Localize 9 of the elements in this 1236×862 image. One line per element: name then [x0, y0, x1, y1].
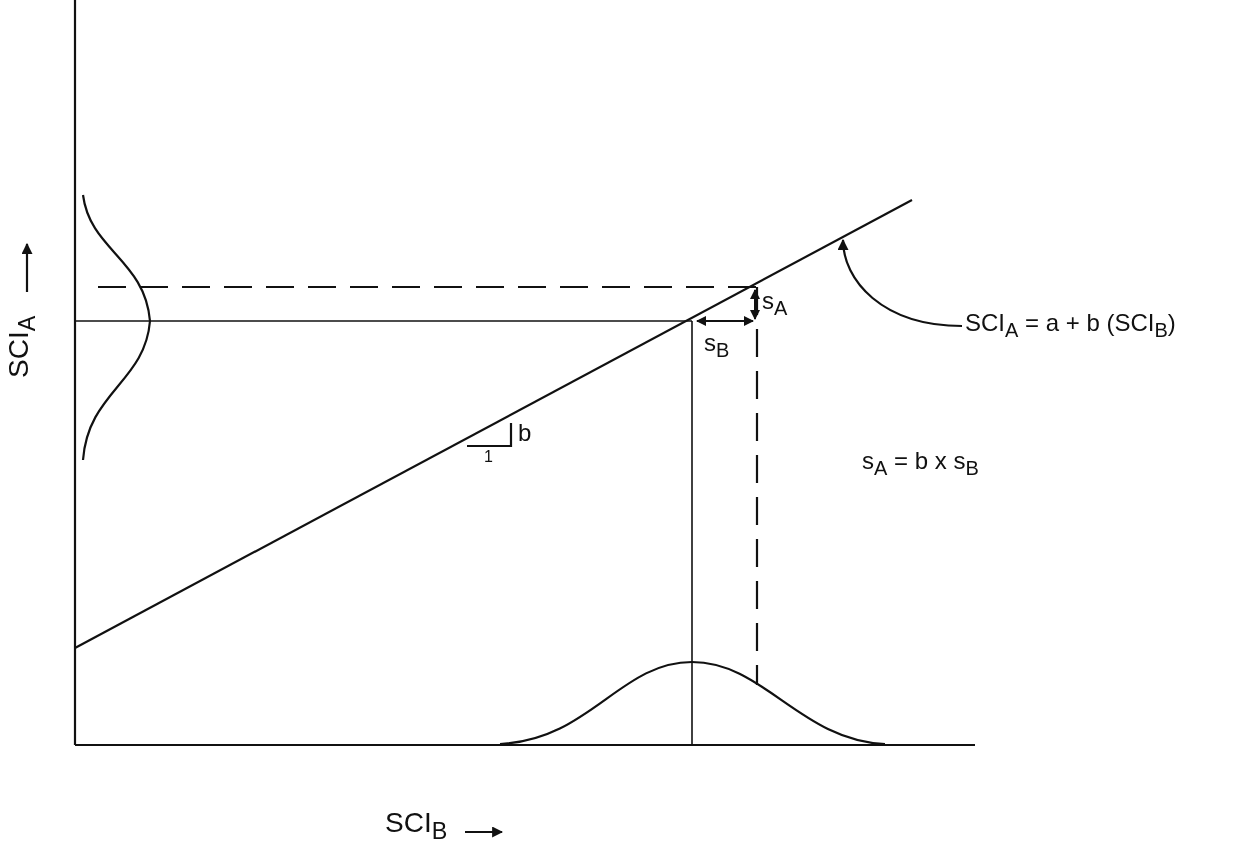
variable-label: s$_{A}$: [762, 288, 788, 319]
leader-line: [838, 238, 963, 328]
regression-line: [74, 199, 913, 649]
slope-label: b: [518, 420, 532, 447]
variable-label: s$_{B}$: [704, 330, 730, 361]
formula-label: s$_{A}$ = b x s$_{B}$: [862, 448, 979, 479]
axis-label: SCI$_{B}$: [385, 808, 448, 845]
slope-label: 1: [484, 448, 493, 466]
equation-label: SCI$_{A}$ = a + b (SCI$_{B}$): [965, 310, 1176, 341]
